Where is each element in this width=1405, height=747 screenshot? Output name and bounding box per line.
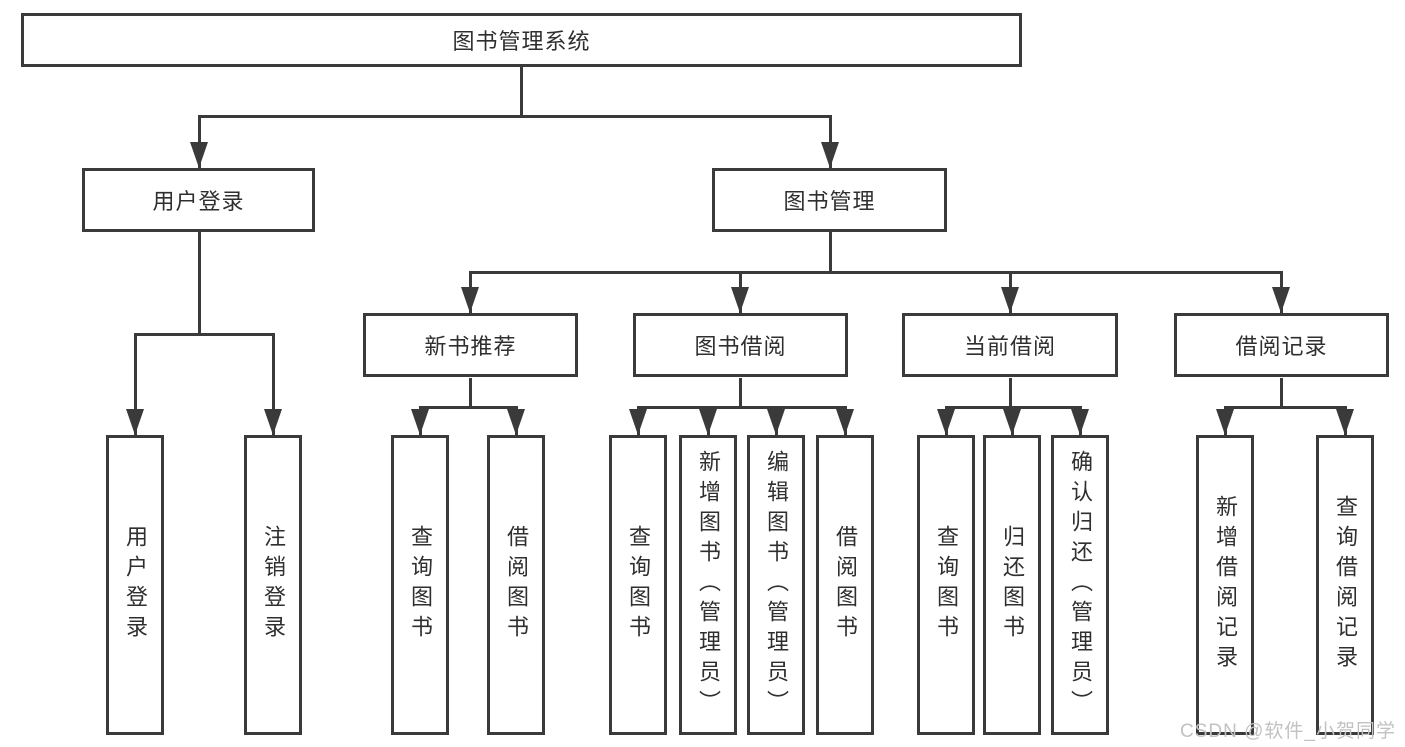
leaf-label: 查询图书 bbox=[408, 525, 433, 645]
leaf-label: 查询图书 bbox=[626, 525, 651, 645]
arrow-down-icon bbox=[767, 409, 785, 435]
leaf-edit-book-admin: 编辑图书（管理员） bbox=[747, 435, 805, 735]
arrow-down-icon bbox=[699, 409, 717, 435]
csdn-watermark: CSDN @软件_小贺同学 bbox=[1180, 721, 1396, 742]
connector-root-stem bbox=[520, 67, 523, 117]
node-book-management: 图书管理 bbox=[712, 168, 947, 232]
arrow-down-icon bbox=[937, 409, 955, 435]
leaf-label: 确认归还（管理员） bbox=[1068, 450, 1093, 720]
leaf-add-borrow-record: 新增借阅记录 bbox=[1196, 435, 1254, 735]
arrow-down-icon bbox=[731, 287, 749, 313]
connector-book-borrow-stem bbox=[739, 378, 742, 409]
connector-user-login-stem bbox=[198, 232, 201, 336]
arrow-down-icon bbox=[836, 409, 854, 435]
node-new-book-recommend: 新书推荐 bbox=[363, 313, 578, 377]
connector-book-borrow-leaf-branch bbox=[637, 406, 847, 409]
leaf-query-book-3: 查询图书 bbox=[917, 435, 975, 735]
node-borrow-records: 借阅记录 bbox=[1174, 313, 1389, 377]
arrow-down-icon bbox=[821, 142, 839, 168]
leaf-user-login: 用户登录 bbox=[106, 435, 164, 735]
arrow-down-icon bbox=[1001, 287, 1019, 313]
leaf-query-book-2: 查询图书 bbox=[609, 435, 667, 735]
arrow-down-icon bbox=[629, 409, 647, 435]
arrow-down-icon bbox=[507, 409, 525, 435]
connector-drop-leaf-logout bbox=[272, 333, 275, 435]
leaf-query-book-1: 查询图书 bbox=[391, 435, 449, 735]
arrow-down-icon bbox=[1336, 409, 1354, 435]
connector-current-borrow-stem bbox=[1009, 378, 1012, 409]
connector-drop-leaf-login bbox=[134, 333, 137, 435]
node-user-login: 用户登录 bbox=[82, 168, 315, 232]
leaf-add-book-admin: 新增图书（管理员） bbox=[679, 435, 737, 735]
leaf-label: 编辑图书（管理员） bbox=[764, 450, 789, 720]
leaf-logout: 注销登录 bbox=[244, 435, 302, 735]
node-current-borrow: 当前借阅 bbox=[902, 313, 1118, 377]
leaf-label: 归还图书 bbox=[1000, 525, 1025, 645]
connector-borrow-records-leaf-branch bbox=[1224, 406, 1347, 409]
connector-new-book-stem bbox=[469, 378, 472, 409]
leaf-label: 注销登录 bbox=[261, 525, 286, 645]
leaf-label: 查询图书 bbox=[934, 525, 959, 645]
arrow-down-icon bbox=[1216, 409, 1234, 435]
arrow-down-icon bbox=[1003, 409, 1021, 435]
node-book-borrow: 图书借阅 bbox=[633, 313, 848, 377]
connector-level1-branch bbox=[198, 115, 831, 118]
leaf-borrow-book-2: 借阅图书 bbox=[816, 435, 874, 735]
leaf-return-book: 归还图书 bbox=[983, 435, 1041, 735]
arrow-down-icon bbox=[411, 409, 429, 435]
arrow-down-icon bbox=[1272, 287, 1290, 313]
connector-drop-user-login bbox=[198, 115, 201, 168]
leaf-label: 借阅图书 bbox=[833, 525, 858, 645]
connector-level2-branch bbox=[469, 271, 1283, 274]
connector-book-mgmt-stem bbox=[829, 232, 832, 274]
leaf-confirm-return-admin: 确认归还（管理员） bbox=[1051, 435, 1109, 735]
leaf-borrow-book-1: 借阅图书 bbox=[487, 435, 545, 735]
leaf-label: 用户登录 bbox=[123, 525, 148, 645]
arrow-down-icon bbox=[126, 409, 144, 435]
node-root-library-system: 图书管理系统 bbox=[21, 13, 1022, 67]
leaf-label: 新增图书（管理员） bbox=[696, 450, 721, 720]
leaf-query-borrow-record: 查询借阅记录 bbox=[1316, 435, 1374, 735]
arrow-down-icon bbox=[1071, 409, 1089, 435]
connector-user-login-branch bbox=[134, 333, 275, 336]
connector-drop-book-mgmt bbox=[829, 115, 832, 168]
arrow-down-icon bbox=[190, 142, 208, 168]
connector-new-book-leaf-branch bbox=[419, 406, 518, 409]
leaf-label: 新增借阅记录 bbox=[1213, 495, 1238, 675]
leaf-label: 查询借阅记录 bbox=[1333, 495, 1358, 675]
arrow-down-icon bbox=[264, 409, 282, 435]
arrow-down-icon bbox=[461, 287, 479, 313]
connector-borrow-records-stem bbox=[1280, 378, 1283, 409]
leaf-label: 借阅图书 bbox=[504, 525, 529, 645]
